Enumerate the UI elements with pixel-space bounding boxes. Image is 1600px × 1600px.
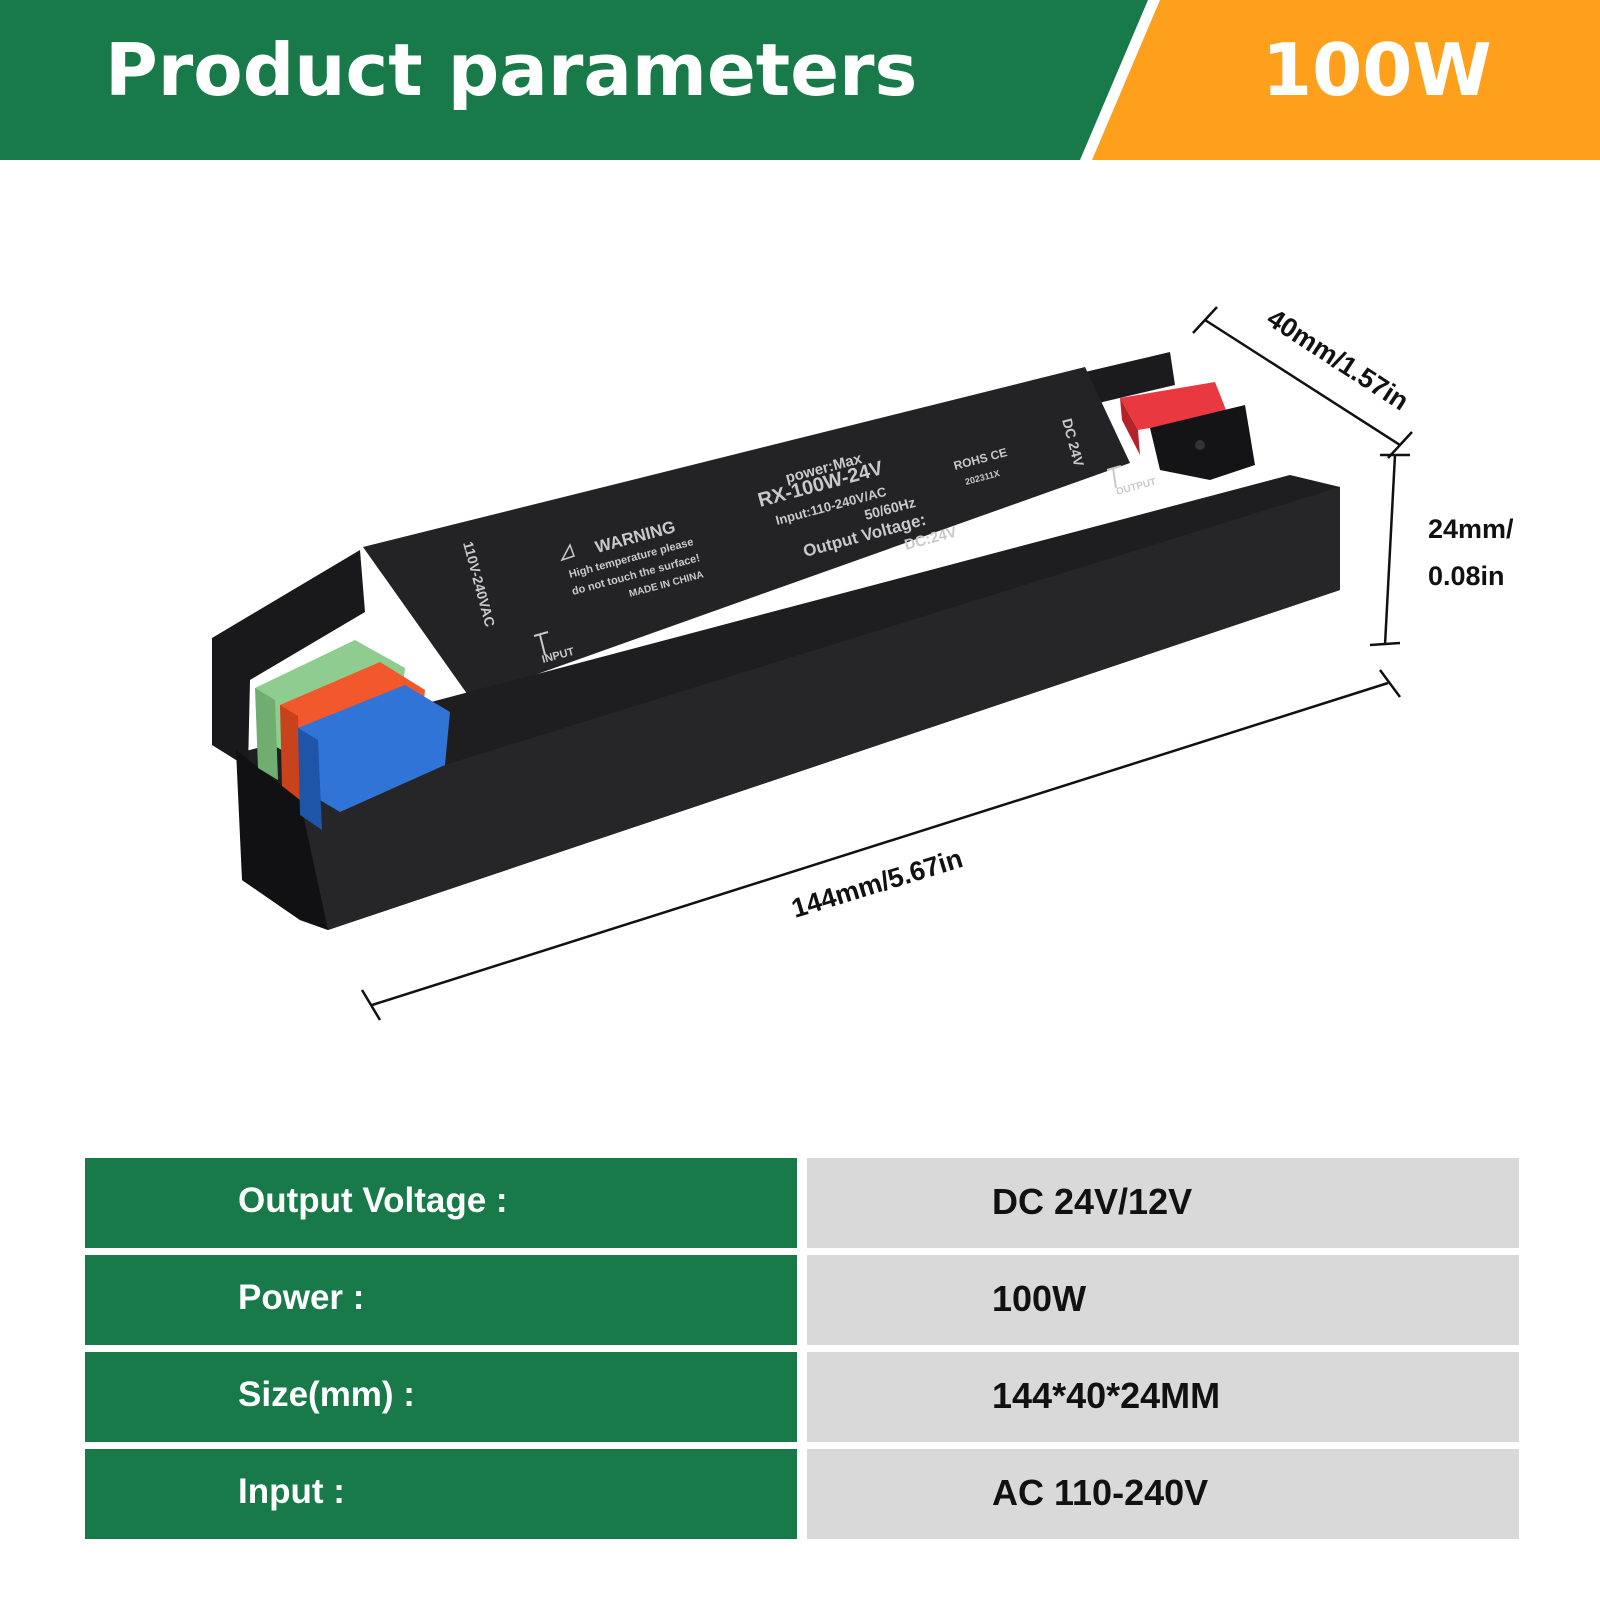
spec-value-cell: AC 110-240V [807, 1449, 1519, 1539]
warning-triangle-icon [560, 543, 575, 562]
device-left-wall [212, 550, 365, 768]
spec-row-output-voltage: Output Voltage : DC 24V/12V [85, 1158, 1519, 1248]
orange-terminal-side [280, 705, 300, 800]
power-badge: 100W [1262, 28, 1492, 112]
length-dimension-tick-start [360, 989, 382, 1021]
spec-value-text: AC 110-240V [992, 1472, 1209, 1513]
device-base-lip [236, 750, 328, 930]
spec-row-input: Input : AC 110-240V [85, 1449, 1519, 1539]
spec-value-cell: DC 24V/12V [807, 1158, 1519, 1248]
header-banner: Product parameters 100W [0, 0, 1600, 160]
spec-label-cell: Output Voltage : [85, 1158, 797, 1248]
length-dimension-line [371, 681, 1389, 1007]
spec-value-text: 100W [992, 1278, 1087, 1319]
spec-label-text: Size(mm) : [238, 1375, 415, 1414]
spec-label-cell: Power : [85, 1255, 797, 1345]
header-green-band [0, 0, 1160, 160]
width-dimension-label: 40mm/1.57in [1262, 303, 1414, 416]
spec-row-size: Size(mm) : 144*40*24MM [85, 1352, 1519, 1442]
device-output-marker: OUTPUT [1115, 477, 1158, 498]
height-dimension-line [1383, 454, 1397, 646]
spec-label-text: Power : [238, 1278, 365, 1317]
dimension-lines [360, 306, 1413, 1021]
width-dimension-tick-start [1192, 306, 1218, 334]
device-front-face [300, 487, 1340, 930]
output-arrow-icon [1106, 465, 1122, 489]
spec-value-text: 144*40*24MM [992, 1375, 1221, 1416]
height-dimension-label-line2: 0.08in [1428, 561, 1505, 591]
header-orange-band [1092, 0, 1600, 160]
spec-label-cell: Size(mm) : [85, 1352, 797, 1442]
spec-label-text: Output Voltage : [238, 1181, 508, 1220]
spec-label-text: Input : [238, 1472, 345, 1511]
device-back-rail [1085, 352, 1175, 405]
height-dimension-label-line1: 24mm/ [1428, 514, 1514, 544]
blue-terminal-side [298, 728, 322, 830]
green-terminal-side [255, 688, 278, 780]
header-background [0, 0, 1600, 160]
width-dimension-tick-end [1387, 431, 1413, 459]
height-dimension-tick-end [1369, 641, 1401, 647]
spec-value-cell: 144*40*24MM [807, 1352, 1519, 1442]
terminal-screw-hole [1195, 440, 1205, 450]
spec-label-cell: Input : [85, 1449, 797, 1539]
device-top-cover [363, 367, 1130, 698]
spec-value-cell: 100W [807, 1255, 1519, 1345]
red-terminal-side [1120, 398, 1140, 455]
header-separator-stripe [1080, 0, 1160, 160]
blue-terminal [298, 685, 450, 812]
width-dimension-line [1204, 318, 1401, 447]
spec-row-power: Power : 100W [85, 1255, 1519, 1345]
product-illustration: power:Max RX-100W-24V Input:110-240V/AC … [212, 303, 1514, 1021]
spec-value-text: DC 24V/12V [992, 1181, 1193, 1222]
input-terminal-block [255, 640, 450, 830]
output-terminal-block [1120, 382, 1255, 480]
length-dimension-tick-end [1378, 669, 1402, 698]
page-title: Product parameters [105, 28, 918, 112]
input-arrow-icon [533, 631, 549, 656]
length-dimension-label: 144mm/5.67in [788, 843, 966, 923]
